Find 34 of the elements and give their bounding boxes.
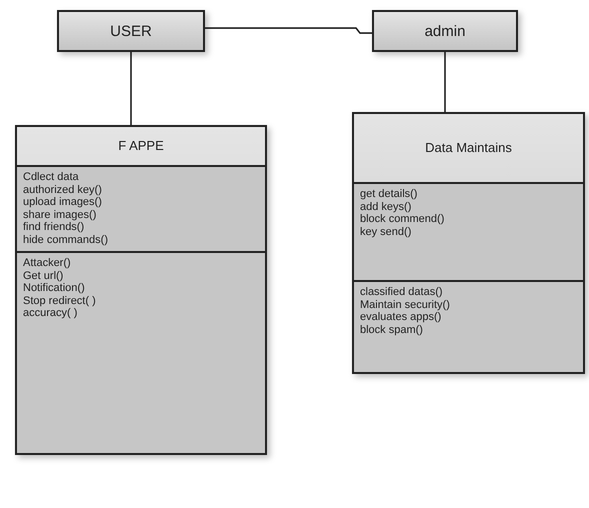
class-compartment [354, 280, 583, 372]
class-member: Maintain security() [360, 298, 450, 311]
class-member: block spam() [360, 324, 423, 336]
entity-name: admin [424, 22, 466, 40]
class-member: Cdlect data [23, 171, 79, 184]
class-member: share images() [23, 208, 96, 221]
class-box [15, 125, 267, 455]
class-member: find friends() [23, 221, 84, 234]
class-member: add keys() [360, 200, 412, 213]
class-member: get details() [360, 188, 418, 200]
class-member: evaluates apps() [360, 311, 442, 324]
class-member: Notification() [23, 282, 85, 294]
class-compartment [354, 182, 583, 280]
class-member: authorized key() [23, 184, 102, 196]
class-member: Stop redirect( ) [23, 294, 96, 307]
connector-line [205, 27, 372, 34]
connector-line [444, 52, 446, 112]
entity-box [57, 10, 205, 52]
class-member: key send() [360, 226, 412, 238]
class-member: Get url() [23, 270, 64, 282]
class-compartment [17, 165, 265, 251]
class-member: block commend() [360, 213, 444, 226]
class-member: Attacker() [23, 257, 71, 270]
class-name: Data Maintains [424, 139, 513, 157]
entity-box [372, 10, 518, 52]
class-member: accuracy( ) [23, 307, 78, 320]
class-member: classified datas() [360, 286, 443, 298]
class-member: upload images() [23, 196, 102, 208]
class-compartment [17, 251, 265, 453]
entity-name: USER [110, 22, 152, 40]
class-box [352, 112, 585, 374]
connector-line [130, 52, 132, 125]
class-name: F APPE [117, 137, 165, 155]
class-member: hide commands() [23, 234, 108, 246]
